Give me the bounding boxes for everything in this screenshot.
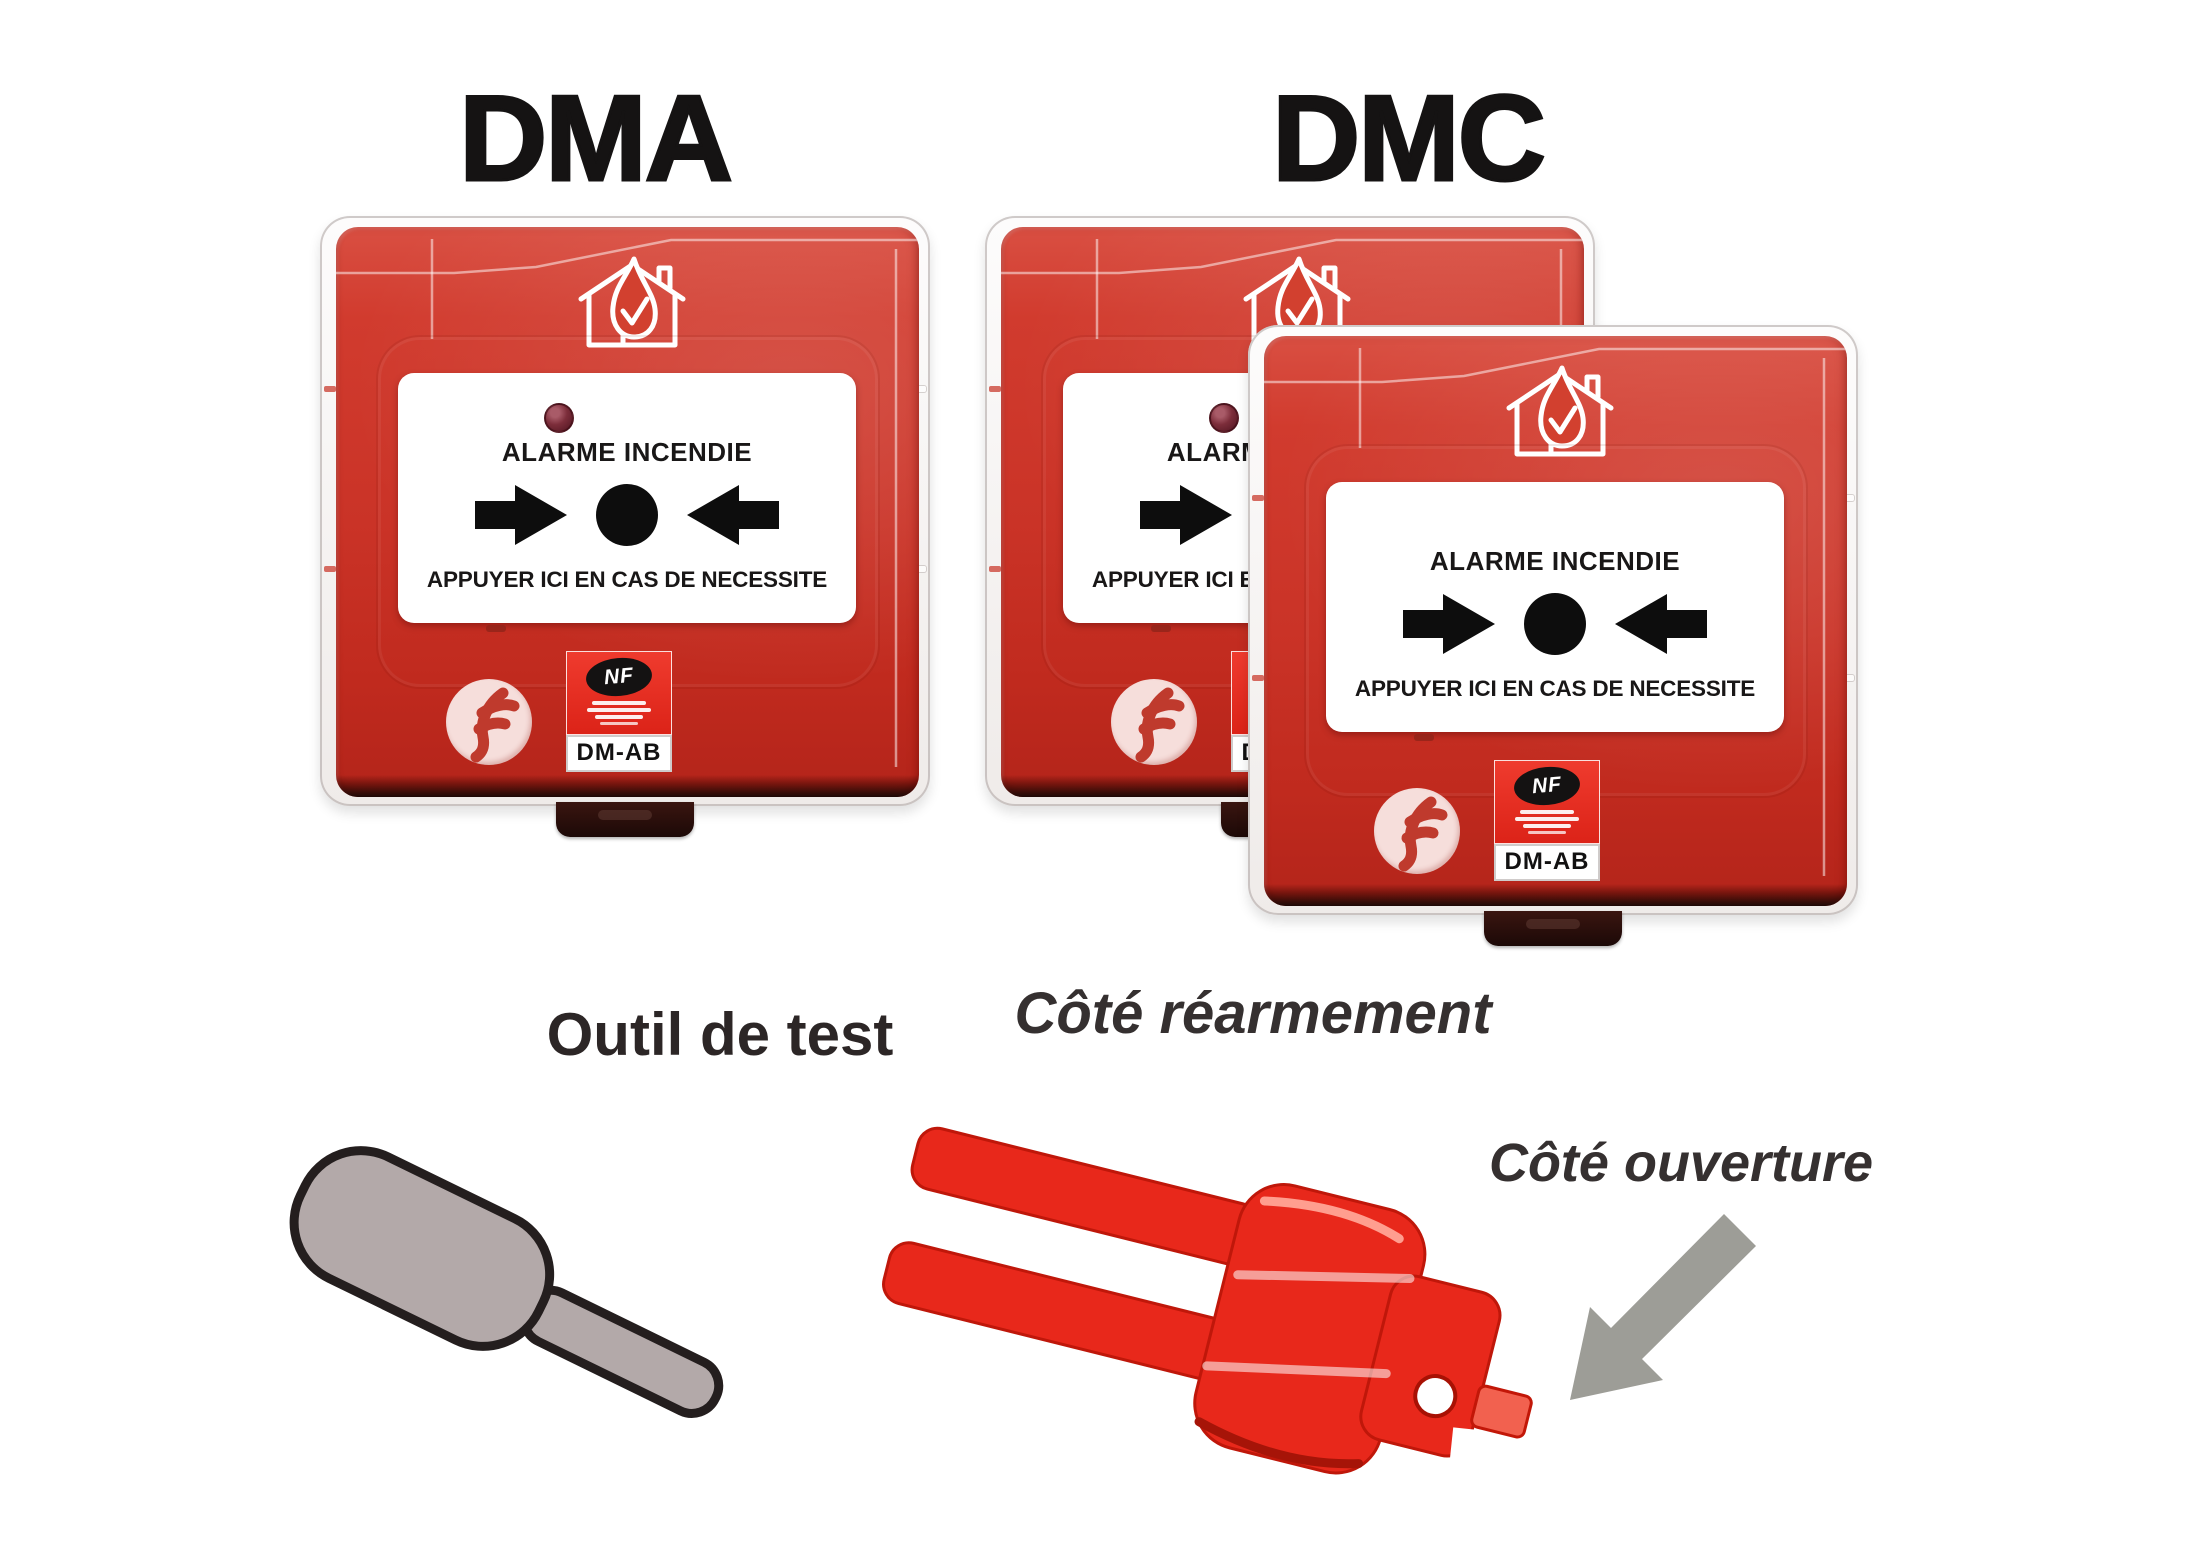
call-point-dmc-front: ALARME INCENDIE APPUYER ICI EN CAS DE NE… bbox=[1248, 325, 1858, 946]
cover-seam-lines bbox=[1264, 347, 1847, 876]
finsecur-f-logo bbox=[1374, 788, 1460, 874]
caption-test-tool: Outil de test bbox=[546, 1001, 894, 1068]
side-clip bbox=[914, 386, 926, 392]
press-instruction: APPUYER ICI EN CAS DE NECESSITE bbox=[426, 567, 828, 592]
bottom-tab bbox=[556, 802, 694, 837]
call-point-dma: ALARME INCENDIE APPUYER ICI EN CAS DE NE… bbox=[320, 216, 930, 837]
side-clip bbox=[1252, 495, 1264, 501]
nf-oval-logo: NF bbox=[1512, 764, 1582, 808]
cover-seam-lines bbox=[336, 238, 919, 767]
open-side-arrow-icon bbox=[1570, 1214, 1756, 1400]
finsecur-f-logo bbox=[446, 679, 532, 765]
press-instruction: APPUYER ICI EN CAS DE NECESSITE bbox=[1354, 676, 1756, 701]
press-button-motif bbox=[1403, 593, 1707, 655]
side-clip bbox=[1842, 495, 1854, 501]
side-clip bbox=[989, 566, 1001, 572]
side-clip bbox=[1842, 675, 1854, 681]
alarm-label-plate: ALARME INCENDIE APPUYER ICI EN CAS DE NE… bbox=[398, 373, 856, 623]
nf-oval-logo: NF bbox=[584, 655, 654, 699]
press-button-motif bbox=[475, 484, 779, 546]
bottom-tab bbox=[1484, 911, 1622, 946]
model-label: DM-AB bbox=[1494, 844, 1600, 881]
rearm-key-illustration bbox=[882, 1126, 1533, 1480]
side-clip bbox=[324, 566, 336, 572]
nf-text: NF bbox=[1531, 772, 1563, 799]
house-fire-icon bbox=[578, 256, 686, 348]
caption-rearm-side: Côté réarmement bbox=[1014, 981, 1492, 1046]
nf-certification-badge: NF bbox=[566, 651, 672, 735]
bottom-strip bbox=[336, 775, 919, 797]
house-fire-icon bbox=[1506, 365, 1614, 457]
reset-slot bbox=[1151, 625, 1171, 632]
side-clip bbox=[914, 566, 926, 572]
nf-certification-badge: NF bbox=[1494, 760, 1600, 844]
alarm-label-plate: ALARME INCENDIE APPUYER ICI EN CAS DE NE… bbox=[1326, 482, 1784, 732]
device-face: ALARME INCENDIE APPUYER ICI EN CAS DE NE… bbox=[1264, 336, 1847, 906]
test-tool-illustration bbox=[289, 1146, 724, 1418]
led-indicator bbox=[544, 403, 574, 433]
nf-fine-print bbox=[567, 701, 671, 725]
bottom-strip bbox=[1264, 884, 1847, 906]
reset-slot bbox=[486, 625, 506, 632]
side-clip bbox=[989, 386, 1001, 392]
alarm-title: ALARME INCENDIE bbox=[1429, 546, 1681, 576]
reset-slot bbox=[1414, 734, 1434, 741]
nf-fine-print bbox=[1495, 810, 1599, 834]
label-dma: DMA bbox=[458, 70, 735, 206]
caption-open-side: Côté ouverture bbox=[1488, 1133, 1874, 1193]
model-label: DM-AB bbox=[566, 735, 672, 772]
label-dmc: DMC bbox=[1271, 70, 1548, 206]
led-indicator bbox=[1209, 403, 1239, 433]
finsecur-f-logo bbox=[1111, 679, 1197, 765]
alarm-title: ALARME INCENDIE bbox=[501, 437, 753, 467]
device-face: ALARME INCENDIE APPUYER ICI EN CAS DE NE… bbox=[336, 227, 919, 797]
nf-text: NF bbox=[603, 663, 635, 690]
side-clip bbox=[1252, 675, 1264, 681]
side-clip bbox=[324, 386, 336, 392]
